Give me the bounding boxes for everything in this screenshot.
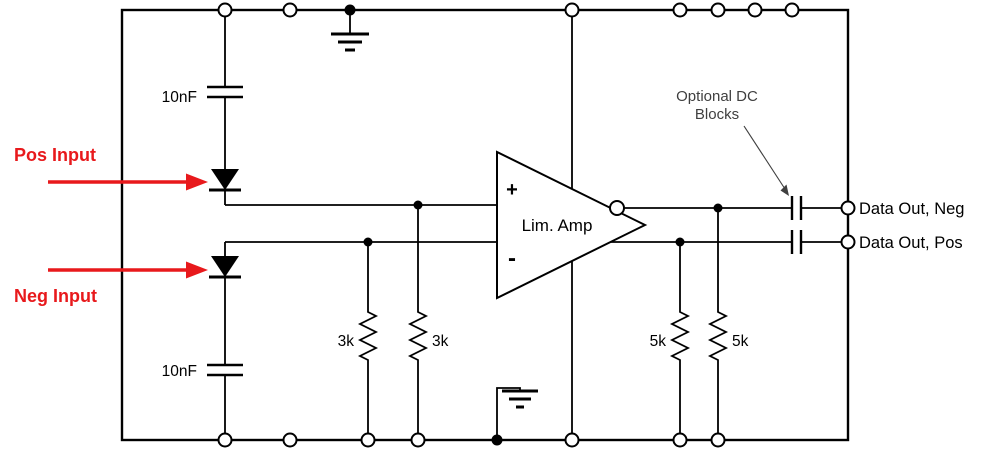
dc-blocks-pointer-arrow-icon (743, 125, 789, 196)
data-out-neg-label: Data Out, Neg (859, 200, 964, 218)
cap-top-label: 10nF (162, 89, 197, 106)
amp-minus-label: - (508, 245, 516, 272)
dc-blocks-note-line1: Optional DC (676, 88, 758, 105)
input-annotations: Pos Input Neg Input (14, 145, 208, 306)
pin (672, 2, 688, 18)
pin (564, 432, 580, 448)
capacitor-bottom-icon (207, 363, 243, 377)
amp-triangle-icon (496, 150, 648, 300)
diode-neg-icon (209, 256, 241, 279)
dc-block-neg-icon (790, 196, 803, 220)
pos-input-label: Pos Input (14, 145, 96, 165)
pin (710, 2, 726, 18)
package-outline (120, 8, 850, 442)
dc-blocks-annotation: Optional DC Blocks (676, 88, 789, 196)
capacitors (207, 85, 243, 377)
junction-dot (344, 4, 356, 16)
ground-bottom-icon (496, 387, 538, 440)
pin (282, 2, 298, 18)
pin (784, 2, 800, 18)
resistors (357, 205, 729, 440)
junction-dot (413, 200, 423, 210)
resistor-5k-left-label: 5k (650, 333, 667, 350)
pin (840, 234, 856, 250)
pin (217, 432, 233, 448)
pin (710, 432, 726, 448)
pin (217, 2, 233, 18)
pin (410, 432, 426, 448)
neg-input-label: Neg Input (14, 286, 97, 306)
package-pins (217, 2, 856, 448)
junction-dot (713, 203, 723, 213)
dc-block-pos-icon (790, 230, 803, 254)
amp-plus-label: + (506, 179, 518, 201)
junction-dot (491, 434, 503, 446)
dc-blocks-note-line2: Blocks (695, 106, 739, 123)
junction-dot (675, 237, 685, 247)
grounds (331, 10, 538, 440)
pin (840, 200, 856, 216)
pin (747, 2, 763, 18)
pin (282, 432, 298, 448)
neg-input-arrow-icon (48, 261, 208, 279)
resistor-5k-left-icon (669, 242, 691, 440)
amp-name-label: Lim. Amp (522, 216, 593, 235)
ground-top-icon (331, 10, 369, 52)
capacitor-top-icon (207, 85, 243, 99)
resistor-3k-left-icon (357, 242, 379, 440)
resistor-5k-right-icon (707, 208, 729, 440)
data-out-pos-label: Data Out, Pos (859, 234, 963, 252)
output-labels: Data Out, Neg Data Out, Pos (859, 200, 964, 252)
resistor-5k-right-label: 5k (732, 333, 749, 350)
component-labels: 10nF 10nF 3k 3k 5k 5k (162, 89, 749, 380)
junction-dot (363, 237, 373, 247)
resistor-3k-left-label: 3k (338, 333, 355, 350)
resistor-3k-right-icon (407, 205, 429, 440)
diode-pos-icon (209, 169, 241, 192)
amp-inverting-output-bubble (609, 200, 625, 216)
limiting-amplifier: + - Lim. Amp (496, 150, 648, 300)
pos-input-arrow-icon (48, 173, 208, 191)
diodes (209, 169, 241, 279)
input-wires (224, 10, 497, 440)
pin (360, 432, 376, 448)
dc-block-capacitors (790, 196, 803, 254)
cap-bottom-label: 10nF (162, 363, 197, 380)
pin (564, 2, 580, 18)
resistor-3k-right-label: 3k (432, 333, 449, 350)
pin (672, 432, 688, 448)
junction-dots (344, 4, 723, 446)
